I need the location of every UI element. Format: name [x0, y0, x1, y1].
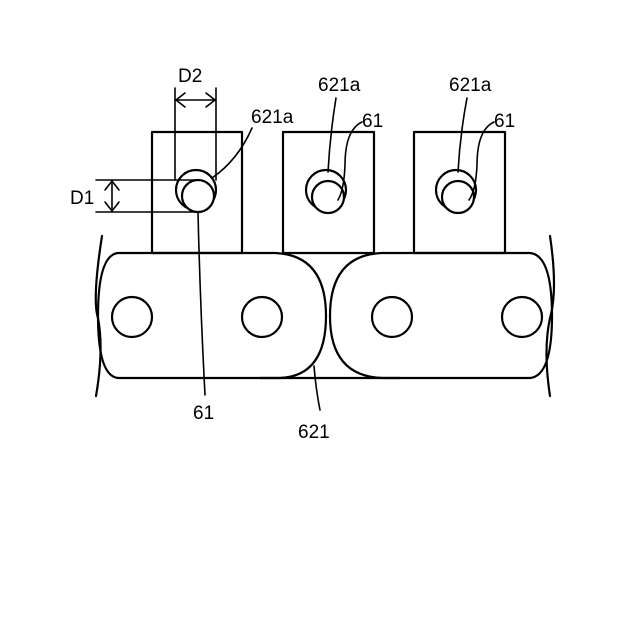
chain-hole-4 [502, 297, 542, 337]
pin-3 [442, 181, 474, 213]
leader-621a-1 [212, 128, 252, 178]
d1-label: D1 [70, 188, 94, 209]
attachment-holes [176, 170, 476, 213]
leader-621a-3 [458, 98, 467, 172]
leader-61-2 [338, 122, 362, 200]
leader-621a-2 [328, 98, 336, 172]
label-621a-1: 621a [251, 107, 294, 128]
d2-label: D2 [178, 66, 202, 87]
leader-61-bottom [198, 212, 205, 395]
dimension-d2: D2 [175, 66, 216, 180]
label-621a-2: 621a [318, 75, 361, 96]
label-61-3: 61 [494, 111, 515, 132]
chain-hole-2 [242, 297, 282, 337]
leader-621 [314, 366, 320, 410]
pin-1 [182, 180, 214, 212]
label-61-2: 61 [362, 111, 383, 132]
label-621: 621 [298, 422, 330, 443]
label-61-bottom: 61 [193, 403, 214, 424]
chain-hole-1 [112, 297, 152, 337]
chain-plate [96, 236, 554, 396]
label-621a-3: 621a [449, 75, 492, 96]
chain-hole-3 [372, 297, 412, 337]
